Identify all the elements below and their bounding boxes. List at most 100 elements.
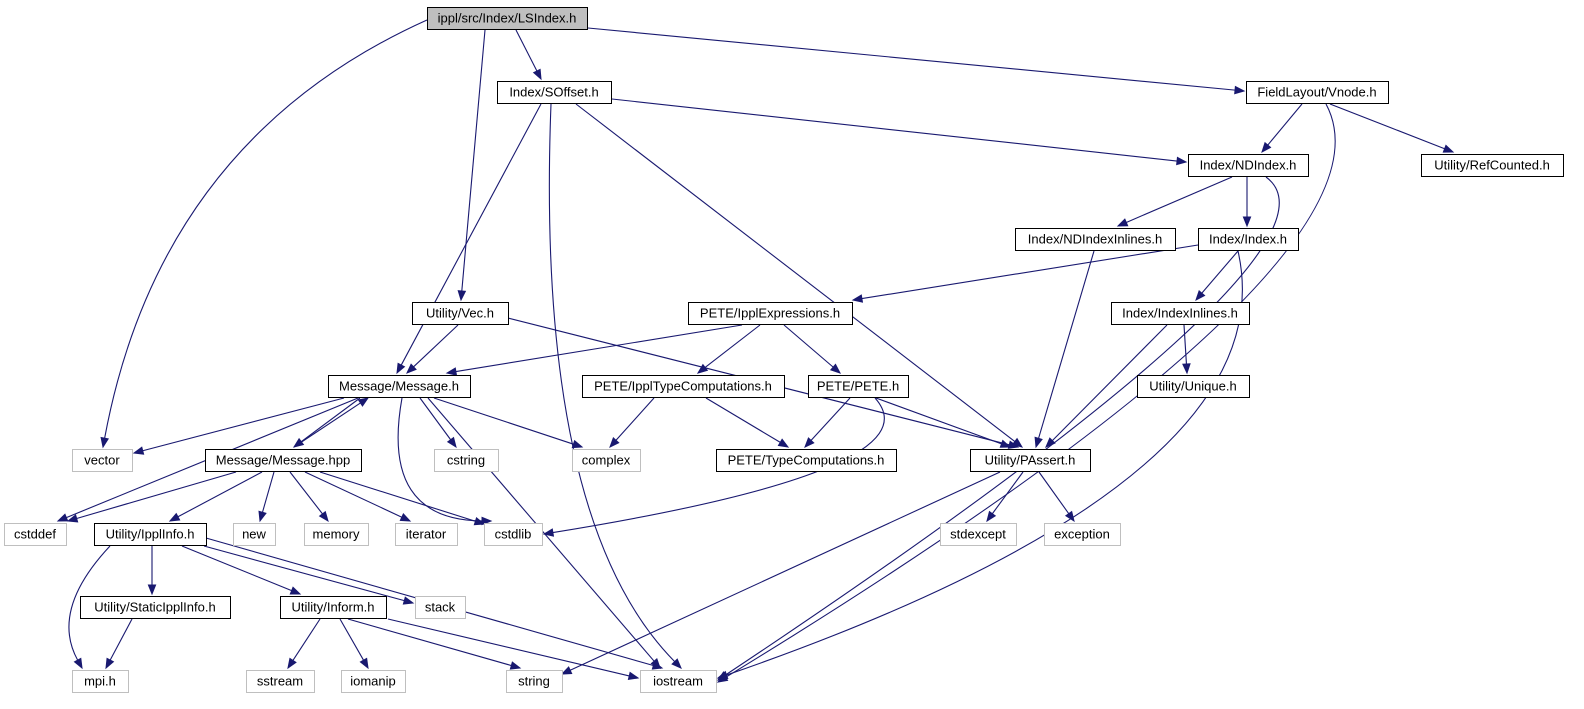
node-label: Message/Message.hpp xyxy=(216,452,350,467)
edge-indexinlines-to-passert xyxy=(1045,324,1168,448)
arrowhead-icon xyxy=(986,510,997,523)
arrowhead-icon xyxy=(168,512,181,522)
node-label: stack xyxy=(425,599,456,614)
node-staticippl[interactable]: Utility/StaticIpplInfo.h xyxy=(80,596,231,619)
node-box xyxy=(506,670,563,693)
edge-line xyxy=(1051,324,1168,441)
node-label: Utility/PAssert.h xyxy=(985,452,1076,467)
edge-inform-to-iomanip xyxy=(339,618,369,670)
edge-line xyxy=(397,397,483,522)
arrowhead-icon xyxy=(716,670,729,679)
node-ipplinfo[interactable]: Utility/IpplInfo.h xyxy=(94,523,207,546)
node-box xyxy=(582,375,785,398)
node-string: string xyxy=(506,670,563,693)
node-label: FieldLayout/Vnode.h xyxy=(1257,84,1376,99)
node-label: Index/SOffset.h xyxy=(509,84,598,99)
arrowhead-icon xyxy=(1442,144,1455,153)
edge-ndindex-to-ndinlines xyxy=(1116,176,1233,227)
node-label: Index/NDIndex.h xyxy=(1200,157,1297,172)
arrowhead-icon xyxy=(671,658,682,669)
arrowhead-icon xyxy=(359,657,369,670)
arrowhead-icon xyxy=(1182,363,1191,375)
node-label: Utility/Unique.h xyxy=(1149,378,1236,393)
node-unique[interactable]: Utility/Unique.h xyxy=(1137,375,1250,398)
node-message[interactable]: Message/Message.h xyxy=(328,375,471,398)
edge-line xyxy=(400,103,542,366)
node-box xyxy=(328,375,471,398)
node-label: Index/NDIndexInlines.h xyxy=(1028,231,1162,246)
node-typecomp[interactable]: PETE/TypeComputations.h xyxy=(716,449,897,472)
edge-ipplexpr-to-ippltypecomp xyxy=(696,324,761,374)
node-box xyxy=(572,449,641,472)
edge-line xyxy=(1126,176,1233,223)
arrowhead-icon xyxy=(542,528,555,537)
node-iomanip: iomanip xyxy=(341,670,406,693)
arrowhead-icon xyxy=(777,438,790,448)
node-ndindex[interactable]: Index/NDIndex.h xyxy=(1188,154,1309,177)
arrowhead-icon xyxy=(481,516,493,526)
node-ippltypecomp[interactable]: PETE/IpplTypeComputations.h xyxy=(582,375,785,398)
arrowhead-icon xyxy=(509,661,522,670)
edge-line xyxy=(461,29,486,292)
node-box xyxy=(205,449,362,472)
arrowhead-icon xyxy=(258,510,267,523)
edge-indexh-to-indexinlines xyxy=(1195,250,1239,302)
arrowhead-icon xyxy=(1064,510,1075,523)
arrowhead-icon xyxy=(402,596,415,605)
edge-line xyxy=(1183,324,1187,365)
edge-lsindex-to-vector xyxy=(100,19,428,449)
node-indexinlines[interactable]: Index/IndexInlines.h xyxy=(1111,302,1250,325)
node-cstdlib: cstdlib xyxy=(484,523,543,546)
arrowhead-icon xyxy=(829,363,842,374)
edge-inform-to-string xyxy=(347,618,522,670)
edge-line xyxy=(76,471,237,520)
node-box xyxy=(415,596,466,619)
node-box xyxy=(940,523,1017,546)
node-vnode[interactable]: FieldLayout/Vnode.h xyxy=(1246,81,1389,104)
node-vector: vector xyxy=(72,449,133,472)
arrowhead-icon xyxy=(1261,141,1272,154)
node-box xyxy=(94,523,207,546)
arrowhead-icon xyxy=(651,661,664,670)
node-messagehpp[interactable]: Message/Message.hpp xyxy=(205,449,362,472)
node-ndinlines[interactable]: Index/NDIndexInlines.h xyxy=(1015,228,1176,251)
edge-line xyxy=(293,402,361,448)
node-label: Utility/RefCounted.h xyxy=(1434,157,1550,172)
node-lsindex[interactable]: ippl/src/Index/LSIndex.h xyxy=(427,7,588,30)
node-label: cstddef xyxy=(14,526,56,541)
edge-message-to-iostream xyxy=(427,397,661,670)
arrowhead-icon xyxy=(804,437,815,448)
node-soffset[interactable]: Index/SOffset.h xyxy=(497,81,612,104)
node-indexh[interactable]: Index/Index.h xyxy=(1198,228,1299,251)
edge-messagehpp-to-memory xyxy=(289,471,329,523)
arrowhead-icon xyxy=(851,294,864,303)
node-box xyxy=(808,375,909,398)
arrowhead-icon xyxy=(445,367,458,376)
edge-line xyxy=(704,324,761,368)
arrowhead-icon xyxy=(132,446,145,455)
node-inform[interactable]: Utility/Inform.h xyxy=(280,596,387,619)
arrowhead-icon xyxy=(406,363,417,374)
node-refcounted[interactable]: Utility/RefCounted.h xyxy=(1421,154,1564,177)
edge-messagehpp-to-new xyxy=(258,471,275,523)
edge-line xyxy=(387,618,630,677)
node-vec[interactable]: Utility/Vec.h xyxy=(412,302,509,325)
node-label: iterator xyxy=(406,526,447,541)
arrowhead-icon xyxy=(532,68,542,81)
edge-ippltypecomp-to-complex xyxy=(609,397,655,449)
node-box xyxy=(1044,523,1121,546)
node-box xyxy=(233,523,276,546)
node-label: iostream xyxy=(653,673,703,688)
node-stack: stack xyxy=(415,596,466,619)
arrowhead-icon xyxy=(289,586,302,595)
node-pete[interactable]: PETE/PETE.h xyxy=(808,375,909,398)
node-box xyxy=(640,670,717,693)
node-box xyxy=(412,302,509,325)
edge-message-to-cstring xyxy=(419,397,457,449)
edge-ndinlines-to-passert xyxy=(1034,250,1095,449)
edge-line xyxy=(109,618,133,661)
node-ipplexpr[interactable]: PETE/IpplExpressions.h xyxy=(688,302,853,325)
arrowhead-icon xyxy=(318,510,329,523)
node-passert[interactable]: Utility/PAssert.h xyxy=(970,449,1091,472)
edges-layer xyxy=(56,19,1455,683)
